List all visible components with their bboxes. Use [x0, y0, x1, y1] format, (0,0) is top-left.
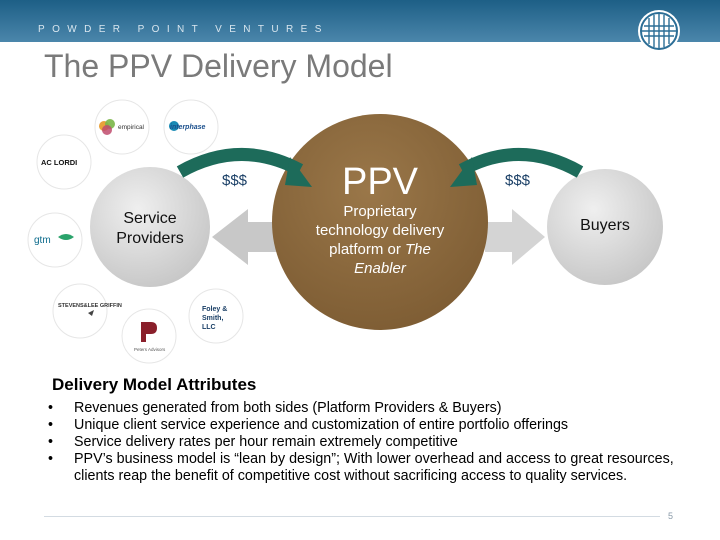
partner-label-interphase: interphase	[170, 124, 206, 131]
partner-peters-advisors: Peters Advisors	[121, 308, 177, 364]
ppv-desc-line4-italic: Enabler	[354, 260, 406, 277]
bullet-icon: •	[48, 451, 54, 467]
partner-foley-smith: Foley & Smith, LLC	[188, 288, 244, 344]
footer-divider	[44, 516, 660, 517]
partner-aclordi: AC LORDI	[36, 134, 92, 190]
attributes-heading: Delivery Model Attributes	[52, 375, 257, 394]
attribute-text: PPV’s business model is “lean by design”…	[74, 451, 674, 484]
service-providers-label: Service Providers	[95, 209, 205, 249]
ppv-center-circle	[272, 114, 488, 330]
partner-label-gtm: gtm	[34, 235, 51, 246]
attribute-text: Unique client service experience and cus…	[74, 417, 569, 433]
ppv-desc-line3-italic: The	[405, 241, 431, 258]
svg-text:LLC: LLC	[202, 324, 216, 331]
partner-interphase: interphase	[163, 99, 219, 155]
left-flow-arrow	[212, 209, 285, 265]
buyers-circle	[547, 169, 663, 285]
left-curved-arrow	[176, 148, 312, 187]
attribute-item: • Service delivery rates per hour remain …	[48, 434, 678, 451]
ppv-desc-line3: platform or The	[285, 240, 475, 259]
left-money-label: $$$	[222, 172, 248, 189]
right-flow-arrow	[485, 209, 545, 265]
bullet-icon: •	[48, 417, 54, 433]
ppv-desc-line2: technology delivery	[315, 222, 445, 239]
svg-text:Smith,: Smith,	[202, 315, 223, 322]
ppv-desc-line1: Proprietary	[343, 203, 417, 220]
partner-gtm: gtm	[27, 212, 83, 268]
buyers-label: Buyers	[580, 217, 630, 234]
ppv-desc-line3-text: platform or	[329, 241, 405, 258]
attribute-text: Service delivery rates per hour remain e…	[74, 434, 458, 450]
bullet-icon: •	[48, 434, 54, 450]
ppv-center-text: PPV Proprietary technology delivery plat…	[285, 162, 475, 278]
partner-label-stevens: STEVENS&LEE GRIFFIN	[58, 303, 122, 309]
service-providers-line2: Providers	[116, 230, 184, 247]
svg-text:Foley &: Foley &	[202, 306, 227, 313]
partner-label-aclordi: AC LORDI	[41, 158, 77, 167]
attribute-item: • Unique client service experience and cu…	[48, 417, 678, 434]
ppv-title: PPV	[341, 161, 419, 203]
service-providers-line1: Service	[123, 210, 177, 227]
ppv-desc-line4: Enabler	[285, 259, 475, 278]
page-title: The PPV Delivery Model	[44, 48, 393, 84]
service-providers-circle	[90, 167, 210, 287]
partner-label-empirical: empirical	[118, 124, 145, 131]
partner-label-peters: Peters Advisors	[134, 347, 166, 352]
attributes-list: • Revenues generated from both sides (Pla…	[48, 400, 678, 485]
globe-logo-icon	[638, 10, 680, 52]
partner-stevens-lee: STEVENS&LEE GRIFFIN	[52, 283, 122, 339]
delivery-model-diagram: empirical interphase AC LORDI gtm STEVEN…	[27, 99, 663, 364]
company-name: POWDER POINT VENTURES	[38, 24, 329, 35]
right-money-label: $$$	[505, 172, 531, 189]
right-curved-arrow	[450, 148, 584, 187]
bullet-icon: •	[48, 400, 54, 416]
attribute-text: Revenues generated from both sides (Plat…	[74, 400, 502, 416]
attribute-item: • PPV’s business model is “lean by design…	[48, 451, 678, 485]
page-number: 5	[668, 511, 674, 521]
partner-empirical: empirical	[94, 99, 150, 155]
attribute-item: • Revenues generated from both sides (Pla…	[48, 400, 678, 417]
header-bar	[0, 0, 720, 42]
